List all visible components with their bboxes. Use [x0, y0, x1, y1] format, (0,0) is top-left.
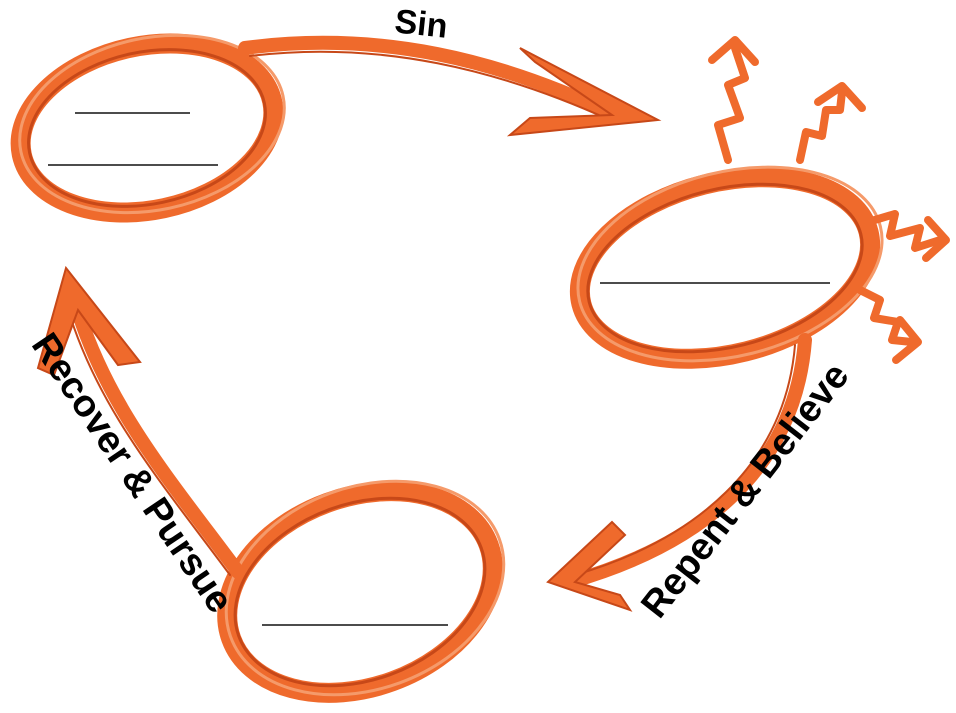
- repent-label: Repent & Believe: [633, 355, 857, 625]
- zigzag-arrow-1: [718, 48, 745, 160]
- recover-label: Recover & Pursue: [23, 326, 241, 621]
- sin-label: Sin: [393, 2, 450, 45]
- recover-arrow: [38, 268, 238, 575]
- right-circle: [557, 137, 902, 391]
- sin-arrowhead: [510, 48, 658, 135]
- bottom-circle: [196, 444, 534, 713]
- zigzag-arrow-4: [860, 290, 912, 342]
- sin-arrow: [245, 43, 658, 135]
